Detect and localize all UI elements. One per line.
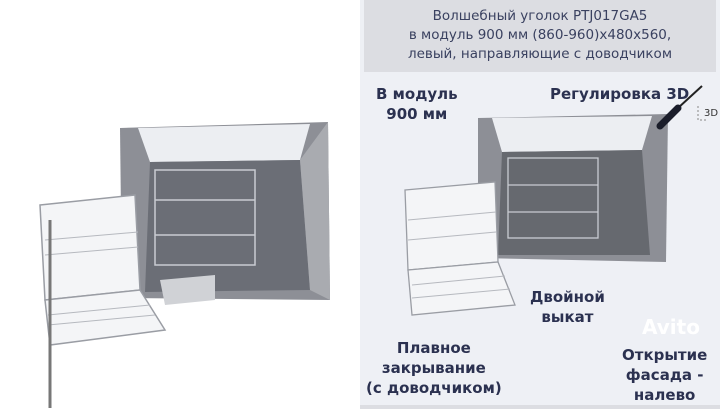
divider	[356, 0, 360, 409]
product-title: Волшебный уголок PTJ017GA5 в модуль 900 …	[364, 0, 716, 72]
product-info-panel: Волшебный уголок PTJ017GA5 в модуль 900 …	[360, 0, 720, 409]
title-line: Волшебный уголок PTJ017GA5	[432, 8, 648, 24]
screwdriver-icon	[656, 85, 706, 130]
title-line: в модуль 900 мм (860-960)x480x560,	[408, 27, 672, 43]
adjust-3d-label: Регулировка 3D	[550, 85, 690, 103]
corner-cabinet-illustration	[39, 122, 330, 408]
corner-cabinet-illustration	[404, 85, 706, 316]
product-photo-left	[0, 0, 356, 409]
3d-icon-text: 3D	[704, 108, 719, 119]
bottom-strip	[360, 405, 720, 409]
title-line: левый, направляющие с доводчиком	[407, 46, 673, 62]
watermark-logo: Avito	[642, 315, 700, 339]
